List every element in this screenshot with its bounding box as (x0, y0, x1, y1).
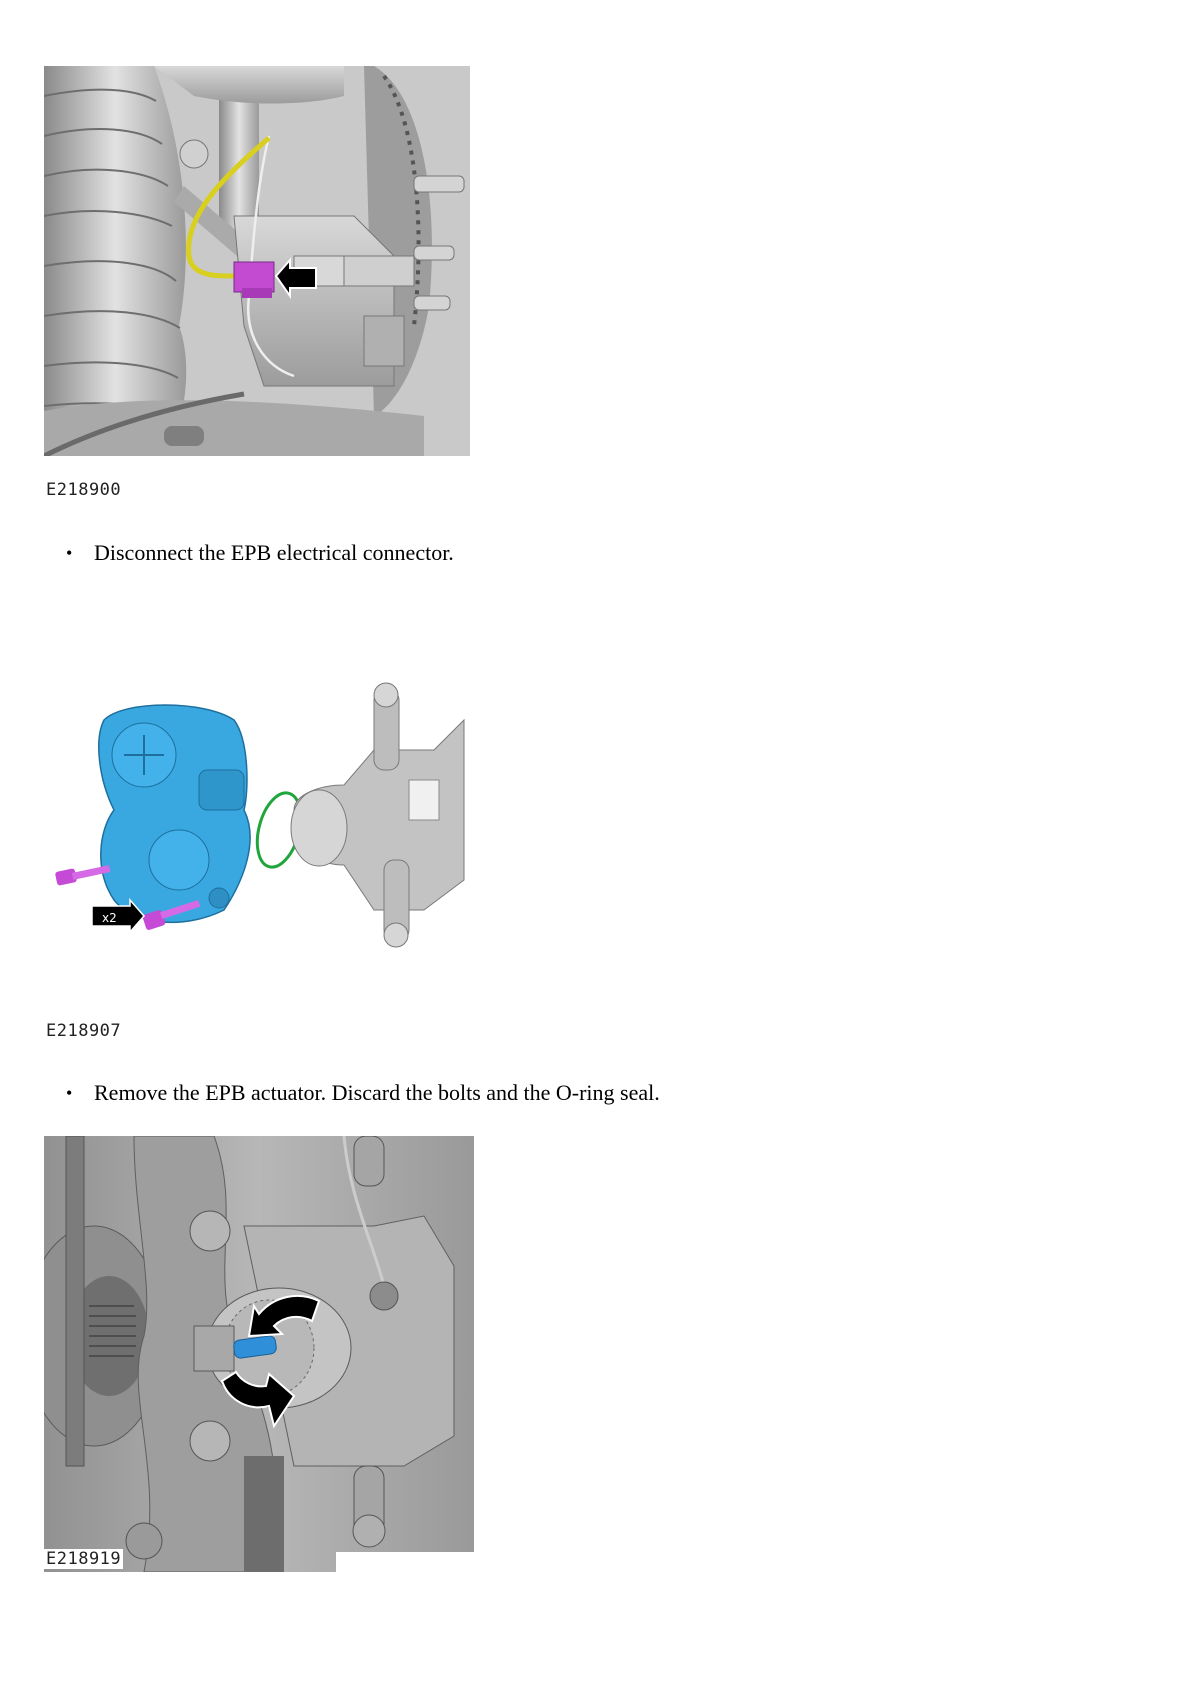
figure-code-e218900: E218900 (46, 480, 122, 500)
step-disconnect-connector: • Disconnect the EPB electrical connector… (66, 540, 454, 566)
bullet-icon: • (66, 543, 73, 563)
brake-caliper-icon (290, 682, 465, 948)
arrow-left-icon (274, 257, 317, 300)
figure-e218907: x2 (44, 680, 494, 950)
adjuster-tool-icon (233, 1335, 277, 1359)
step-remove-actuator: • Remove the EPB actuator. Discard the bo… (66, 1080, 660, 1106)
figure-code-e218907: E218907 (46, 1021, 122, 1041)
harness (186, 136, 271, 279)
quantity-callout: x2 (91, 898, 145, 934)
rotate-arrow-icon (220, 1294, 321, 1429)
figure-e218919 (44, 1136, 474, 1572)
epb-actuator-icon (98, 704, 251, 924)
epb-actuator-exploded-illustration: x2 (55, 682, 465, 948)
step-text: Remove the EPB actuator. Discard the bol… (94, 1080, 660, 1105)
figure-e218900 (44, 66, 470, 464)
figure-code-e218919: E218919 (44, 1549, 124, 1569)
caliper-piston-illustration (44, 1136, 474, 1572)
bolt-icon (55, 865, 201, 930)
svg-text:x2: x2 (102, 911, 117, 925)
epb-connector-icon (233, 261, 275, 298)
bullet-icon: • (66, 1083, 73, 1103)
step-text: Disconnect the EPB electrical connector. (94, 540, 454, 565)
suspension-brake-illustration (44, 66, 470, 464)
